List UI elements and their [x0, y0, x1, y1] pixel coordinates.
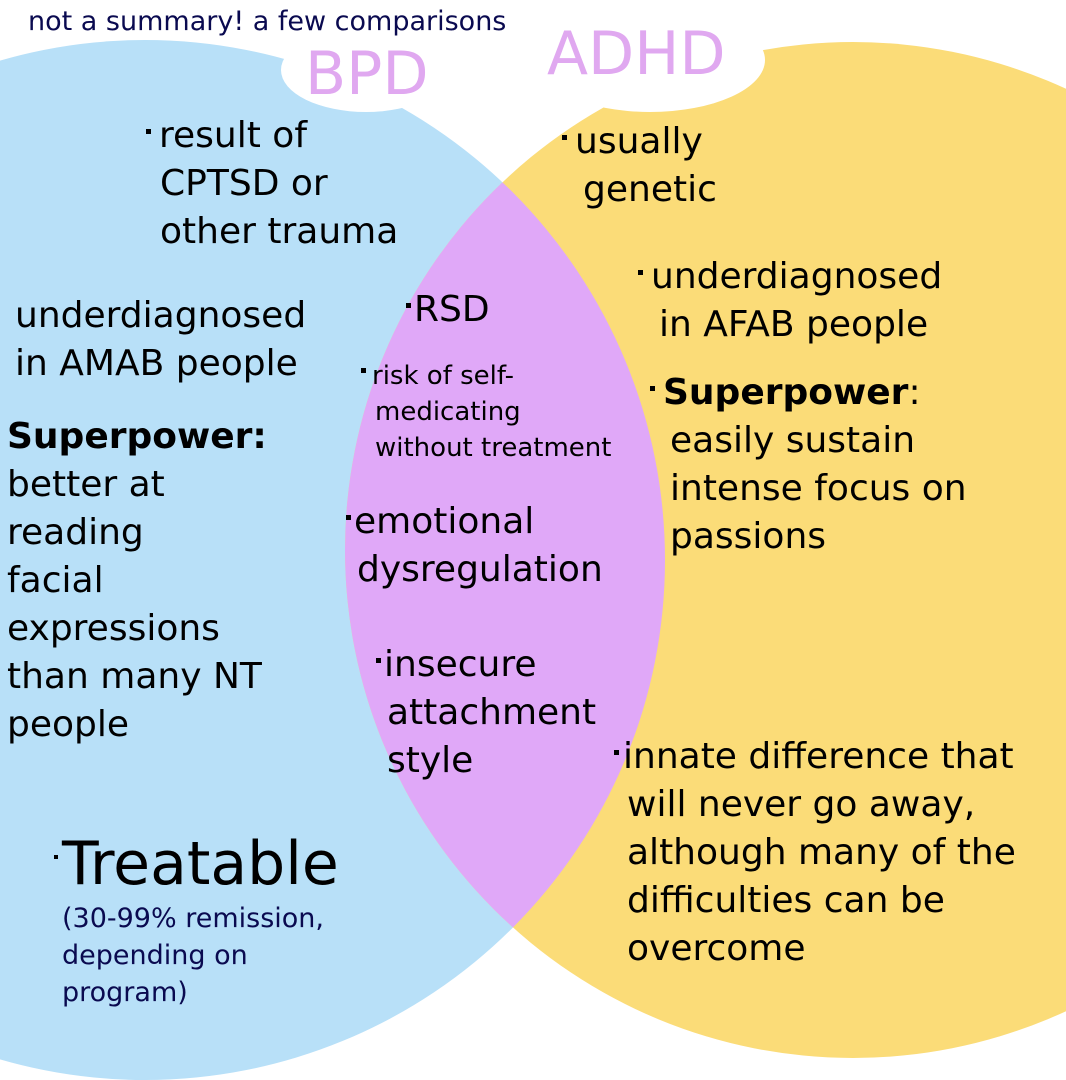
line: underdiagnosed [15, 295, 307, 336]
line: genetic [583, 169, 717, 210]
adhd-cause: usually genetic [562, 118, 717, 214]
line: facial [7, 560, 104, 601]
bullet-icon [54, 855, 58, 860]
colon: : [908, 372, 921, 413]
line: attachment [387, 692, 597, 733]
overlap-rsd: RSD [406, 286, 490, 334]
bpd-diagnosis: underdiagnosed in AMAB people [15, 292, 306, 388]
bullet-icon [376, 657, 381, 663]
line: insecure [384, 644, 537, 685]
line: risk of self- [372, 361, 514, 391]
line: intense focus on [670, 468, 967, 509]
line: (30-99% remission, [62, 903, 324, 934]
line: result of [159, 115, 307, 156]
line: than many NT [7, 656, 262, 697]
adhd-label: ADHD [547, 19, 726, 89]
bpd-treatable: Treatable [54, 828, 339, 900]
superpower-title: Superpower [663, 372, 909, 413]
line: emotional [354, 501, 535, 542]
adhd-diagnosis: underdiagnosed in AFAB people [638, 253, 942, 349]
line: style [387, 740, 474, 781]
bpd-label: BPD [305, 39, 429, 109]
bullet-icon [650, 385, 655, 391]
line: people [7, 704, 130, 745]
line: expressions [7, 608, 220, 649]
line: will never go away, [627, 784, 976, 825]
line: difficulties can be [627, 880, 945, 921]
bpd-treatable-note: (30-99% remission, depending on program) [62, 900, 324, 1011]
adhd-superpower: Superpower: easily sustain intense focus… [650, 369, 967, 561]
line: passions [670, 516, 827, 557]
bpd-label-bubble [281, 28, 451, 112]
bullet-icon [346, 514, 351, 520]
bpd-superpower: Superpower: better at reading facial exp… [7, 413, 267, 749]
line: dysregulation [357, 549, 603, 590]
bullet-icon [361, 368, 366, 373]
line: in AMAB people [15, 343, 298, 384]
line: overcome [627, 928, 806, 969]
bullet-icon [638, 269, 643, 275]
treatable-text: Treatable [62, 829, 339, 899]
overlap-emotional: emotional dysregulation [346, 498, 603, 594]
line: program) [62, 977, 188, 1008]
overlap-attachment: insecure attachment style [376, 641, 596, 785]
bullet-icon [562, 134, 567, 140]
line: without treatment [375, 433, 612, 463]
line: CPTSD or [160, 163, 328, 204]
bullet-icon [614, 749, 619, 755]
bullet-icon [406, 302, 411, 308]
line: usually [575, 121, 703, 162]
line: in AFAB people [659, 304, 929, 345]
bullet-icon [146, 128, 151, 134]
line: medicating [375, 397, 521, 427]
line: better at [7, 464, 165, 505]
line: underdiagnosed [651, 256, 943, 297]
superpower-title: Superpower: [7, 416, 267, 457]
bpd-cause: result of CPTSD or other trauma [146, 112, 398, 256]
adhd-permanence: innate difference that will never go awa… [614, 733, 1016, 973]
subtitle: not a summary! a few comparisons [28, 6, 507, 37]
line: RSD [414, 289, 490, 330]
adhd-label-bubble [535, 8, 765, 112]
line: easily sustain [670, 420, 916, 461]
line: although many of the [627, 832, 1016, 873]
line: other trauma [160, 211, 399, 252]
line: depending on [62, 940, 248, 971]
line: innate difference that [623, 736, 1014, 777]
overlap-self-medicating: risk of self- medicating without treatme… [361, 358, 611, 466]
line: reading [7, 512, 144, 553]
